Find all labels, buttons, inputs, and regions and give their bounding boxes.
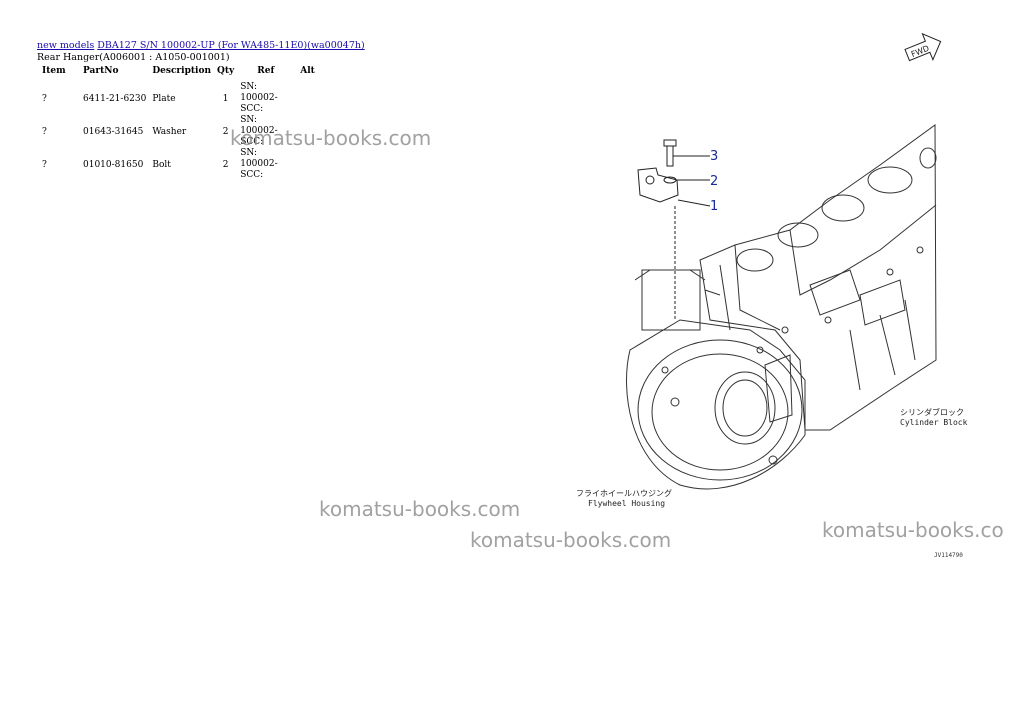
header-qty: Qty (217, 66, 235, 76)
flywheel-housing-drawing (626, 269, 806, 490)
label-cylinder-block-jp: シリンダブロック (900, 407, 964, 417)
breadcrumb-link-model[interactable]: DBA127 S/N 100002-UP (For WA485-11E0)(wa… (97, 40, 365, 51)
callout-3: 3 (710, 149, 718, 164)
cell-qty: 1 (222, 93, 229, 104)
cell-item: ? (42, 93, 47, 104)
cell-alt (297, 82, 333, 115)
cell-qty: 2 (222, 126, 229, 137)
label-flywheel-housing-jp: フライホイールハウジング (576, 488, 672, 498)
header-partno: PartNo (83, 66, 119, 76)
cell-item: ? (42, 126, 47, 137)
cell-ref: SN: 100002-SCC: (240, 82, 278, 114)
cell-alt (297, 148, 333, 181)
watermark: komatsu-books.com (319, 497, 521, 521)
drawing-code: JV114790 (934, 552, 963, 559)
cell-partno: 01010-81650 (83, 159, 144, 170)
header-ref: Ref (257, 66, 275, 76)
fwd-arrow-icon: FWD (904, 32, 942, 62)
cell-ref: SN: 100002-SCC: (240, 148, 278, 180)
table-row: ? 6411-21-6230 Plate 1 SN: 100002-SCC: (36, 82, 333, 115)
cell-partno: 6411-21-6230 (83, 93, 147, 104)
callout-1: 1 (710, 199, 718, 214)
parts-diagram: FWD (576, 32, 968, 559)
label-flywheel-housing-en: Flywheel Housing (588, 499, 665, 508)
cell-description: Washer (152, 126, 187, 137)
rear-hanger-parts (637, 139, 711, 320)
breadcrumb-link-new-models[interactable]: new models (37, 40, 95, 51)
header-item: Item (42, 66, 66, 76)
header-description: Description (152, 66, 211, 76)
cell-description: Plate (152, 93, 176, 104)
cell-description: Bolt (152, 159, 171, 170)
cell-ref: SN: 100002-SCC: (240, 115, 278, 147)
parts-table: Item PartNo Description Qty Ref Alt ? 64… (36, 64, 333, 181)
label-cylinder-block-en: Cylinder Block (900, 418, 968, 427)
cell-qty: 2 (222, 159, 229, 170)
header-alt: Alt (300, 66, 315, 76)
page-title: Rear Hanger(A006001 : A1050-001001) (37, 52, 230, 63)
callout-2: 2 (710, 174, 718, 189)
cylinder-block-drawing (699, 124, 937, 431)
table-row: ? 01010-81650 Bolt 2 SN: 100002-SCC: (36, 148, 333, 181)
table-row: ? 01643-31645 Washer 2 SN: 100002-SCC: (36, 115, 333, 148)
cell-partno: 01643-31645 (83, 126, 144, 137)
cell-item: ? (42, 159, 47, 170)
cell-alt (297, 115, 333, 148)
breadcrumb: new models DBA127 S/N 100002-UP (For WA4… (37, 40, 365, 51)
table-header-row: Item PartNo Description Qty Ref Alt (36, 64, 333, 82)
